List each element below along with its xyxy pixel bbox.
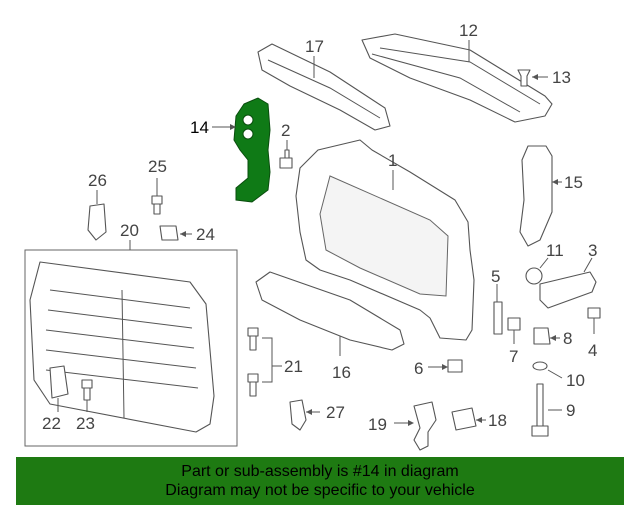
callout-23: 23 xyxy=(76,414,95,433)
callout-8: 8 xyxy=(563,329,572,348)
part-3-bracket xyxy=(539,257,597,309)
parts-diagram: 1 2 3 4 5 6 7 8 9 10 11 12 13 14 15 16 1… xyxy=(24,21,601,451)
callout-11: 11 xyxy=(546,241,564,260)
part-19-latch-cable xyxy=(394,401,437,451)
callout-24: 24 xyxy=(196,225,215,244)
callout-6: 6 xyxy=(414,359,423,378)
callout-19: 19 xyxy=(368,415,387,434)
callout-17: 17 xyxy=(305,37,324,56)
callout-3: 3 xyxy=(588,241,597,260)
part-5-small-bracket xyxy=(493,284,503,335)
part-8-clip xyxy=(533,327,560,345)
part-11-grommet xyxy=(525,257,549,285)
part-14-side-bracket-highlighted xyxy=(212,97,271,203)
part-21-bolts xyxy=(247,327,282,397)
callout-2: 2 xyxy=(281,121,290,140)
part-20-shutter-box xyxy=(24,240,238,447)
info-banner: Part or sub-assembly is #14 in diagram D… xyxy=(16,457,624,505)
callout-14: 14 xyxy=(190,118,209,137)
callout-9: 9 xyxy=(566,401,575,420)
callout-13: 13 xyxy=(552,68,571,87)
banner-line-disclaimer: Diagram may not be specific to your vehi… xyxy=(165,482,475,499)
part-18-sensor xyxy=(451,407,486,431)
part-22-bracket xyxy=(49,365,69,412)
callout-27: 27 xyxy=(326,403,345,422)
part-17-upper-bracket xyxy=(257,43,391,131)
part-27-bracket xyxy=(289,399,320,431)
part-10-washer xyxy=(532,361,563,379)
callout-21: 21 xyxy=(284,357,303,376)
part-23-screw xyxy=(81,379,93,412)
callout-4: 4 xyxy=(588,341,597,360)
callout-15: 15 xyxy=(564,173,583,192)
part-15-right-side-bracket xyxy=(519,145,562,247)
part-25-bolt xyxy=(151,178,163,215)
callout-7: 7 xyxy=(509,347,518,366)
callout-1: 1 xyxy=(388,151,397,170)
callout-22: 22 xyxy=(42,414,61,433)
callout-16: 16 xyxy=(332,363,351,382)
part-9-long-bolt xyxy=(531,383,562,437)
callout-10: 10 xyxy=(566,371,585,390)
part-13-clip xyxy=(517,69,548,87)
part-7-plate xyxy=(507,317,521,344)
callout-26: 26 xyxy=(88,171,107,190)
part-24-clip xyxy=(159,225,192,241)
part-26-bracket xyxy=(87,190,107,241)
part-2-bolt xyxy=(279,140,293,169)
part-6-bolt xyxy=(428,359,463,373)
part-1-radiator-support xyxy=(295,139,475,341)
callout-25: 25 xyxy=(148,157,167,176)
part-12-upper-crossmember xyxy=(361,33,553,123)
part-16-lower-deflector xyxy=(255,271,405,356)
part-4-bolt xyxy=(587,307,601,334)
banner-line-part-info: Part or sub-assembly is #14 in diagram xyxy=(181,463,459,480)
callout-18: 18 xyxy=(488,411,507,430)
callout-12: 12 xyxy=(459,21,478,40)
callout-20: 20 xyxy=(120,221,139,240)
callout-5: 5 xyxy=(491,267,500,286)
